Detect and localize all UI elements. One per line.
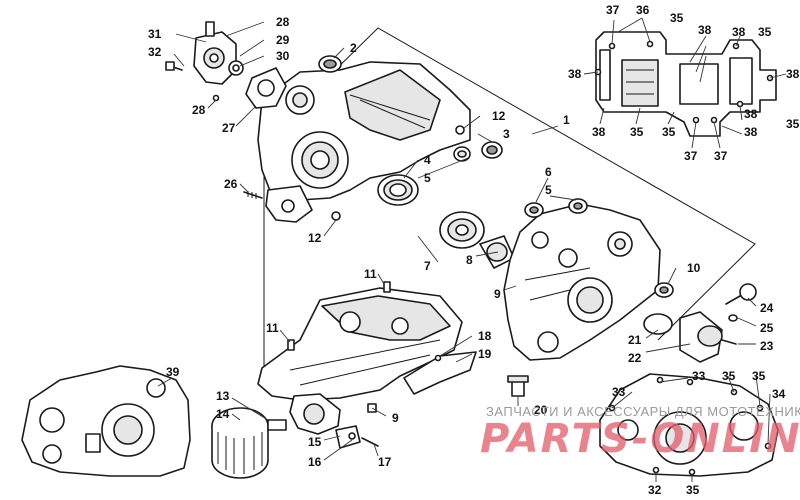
- watermark-text: ЗАПЧАСТИ И АКСЕССУАРЫ ДЛЯ МОТОТЕХНИКИ: [486, 404, 800, 419]
- callout-32b: 32: [648, 483, 662, 497]
- drain-plug-20: [507, 375, 529, 397]
- callout-19: 19: [478, 347, 492, 361]
- right-crankcase-half: [503, 203, 661, 361]
- callout-7: 7: [424, 259, 431, 273]
- callout-12b: 12: [308, 231, 322, 245]
- callout-3: 3: [503, 127, 510, 141]
- watermark-logo: PARTS-ONLINE: [480, 416, 800, 462]
- callout-29: 29: [276, 33, 290, 47]
- callout-38d: 38: [786, 67, 800, 81]
- callout-33b: 33: [692, 369, 706, 383]
- callout-36: 36: [636, 3, 650, 17]
- callout-38g: 38: [744, 125, 758, 139]
- filter-housing: [289, 393, 379, 449]
- callout-6: 6: [545, 165, 552, 179]
- callout-25: 25: [760, 321, 774, 335]
- callout-26: 26: [224, 177, 238, 191]
- callout-35h: 35: [786, 117, 800, 131]
- callout-33a: 33: [612, 385, 626, 399]
- callout-37a: 37: [606, 3, 620, 17]
- callout-20: 20: [534, 403, 548, 417]
- callout-10: 10: [687, 261, 701, 275]
- callout-8: 8: [466, 253, 473, 267]
- callout-38c: 38: [568, 67, 582, 81]
- callout-27: 27: [222, 121, 236, 135]
- callout-5b: 5: [545, 183, 552, 197]
- left-crankcase-half: [257, 61, 471, 223]
- water-pump-assembly: [165, 21, 287, 109]
- oil-filter-14: [211, 407, 287, 479]
- callout-17: 17: [378, 455, 392, 469]
- bearing-4: [377, 174, 419, 206]
- callout-35g: 35: [686, 483, 700, 497]
- callout-12a: 12: [492, 109, 506, 123]
- case-side-view-left: [21, 365, 191, 477]
- callout-22: 22: [628, 351, 642, 365]
- callout-labels: 1 2 3 4 5 5 6 7 8 9 9 10 11 11 12 12 13 …: [148, 3, 800, 497]
- callout-31: 31: [148, 27, 162, 41]
- callout-38b: 38: [732, 25, 746, 39]
- callout-2: 2: [350, 41, 357, 55]
- callout-11a: 11: [364, 267, 377, 281]
- callout-38a: 38: [698, 23, 712, 37]
- callout-16: 16: [308, 455, 322, 469]
- case-side-view-right: [599, 373, 779, 477]
- callout-37b: 37: [684, 149, 698, 163]
- callout-23: 23: [760, 339, 774, 353]
- callout-13: 13: [216, 389, 230, 403]
- callout-35e: 35: [722, 369, 736, 383]
- callout-24: 24: [760, 301, 774, 315]
- callout-32a: 32: [148, 45, 162, 59]
- callout-21: 21: [628, 333, 642, 347]
- callout-30: 30: [276, 49, 290, 63]
- stud-26: [243, 191, 263, 199]
- seals-right-of-left-case: [453, 141, 503, 162]
- seals-5-6: [524, 198, 588, 218]
- callout-18: 18: [478, 329, 492, 343]
- callout-37c: 37: [714, 149, 728, 163]
- callout-14: 14: [216, 407, 230, 421]
- oil-seal-2: [318, 55, 342, 73]
- case-top-view: [594, 31, 777, 137]
- callout-35b: 35: [758, 25, 772, 39]
- callout-39: 39: [166, 365, 180, 379]
- callout-28b: 28: [192, 103, 206, 117]
- callout-4: 4: [424, 153, 431, 167]
- callout-35a: 35: [670, 11, 684, 25]
- leader-lines: [157, 17, 787, 482]
- callout-1: 1: [563, 113, 570, 127]
- oil-pan: [257, 281, 463, 413]
- callout-9b: 9: [392, 411, 399, 425]
- watermark: ЗАПЧАСТИ И АКСЕССУАРЫ ДЛЯ МОТОТЕХНИКИ PA…: [480, 404, 800, 462]
- strainer-assembly: [643, 283, 757, 363]
- callout-28a: 28: [276, 15, 290, 29]
- bearing-8: [439, 211, 515, 269]
- callout-9a: 9: [494, 287, 501, 301]
- callout-35c: 35: [630, 125, 644, 139]
- seal-10: [654, 282, 674, 298]
- callout-11b: 11: [266, 321, 279, 335]
- callout-38e: 38: [592, 125, 606, 139]
- callout-15: 15: [308, 435, 322, 449]
- callout-35d: 35: [662, 125, 676, 139]
- callout-38f: 38: [744, 107, 758, 121]
- callout-35f: 35: [752, 369, 766, 383]
- callout-5a: 5: [424, 171, 431, 185]
- callout-34: 34: [772, 387, 786, 401]
